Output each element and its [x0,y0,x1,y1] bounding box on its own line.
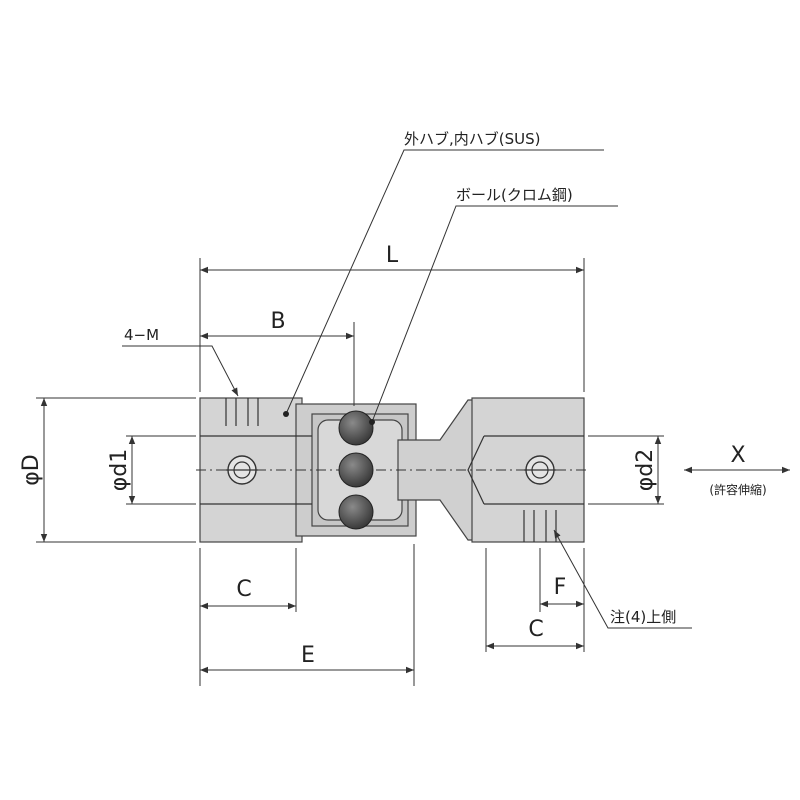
label-F: F [554,575,567,600]
label-phi-d2: φd2 [633,449,658,491]
ball-middle [338,452,374,488]
extension-lines [36,258,664,686]
label-x-note: (許容伸縮) [709,482,766,497]
label-phi-D: φD [19,454,44,485]
label-E: E [301,643,315,668]
label-C-right: C [528,617,543,642]
label-B: B [270,309,285,334]
leader-4M [122,345,239,397]
ball-bottom [338,494,374,530]
label-C-left: C [236,577,251,602]
leader-dot-outer-hub [283,411,289,417]
leader-outer-hub [285,149,604,415]
label-L: L [386,243,399,268]
left-bore [200,435,312,505]
ball-top [338,410,374,446]
label-note: 注(4)上側 [610,608,676,626]
label-X: X [730,443,745,468]
label-phi-d1: φd1 [107,449,132,491]
label-outer-hub: 外ハブ,内ハブ(SUS) [404,130,541,148]
left-set-screw [226,455,258,485]
right-set-screw [524,455,556,485]
balls [338,410,374,530]
right-bore [467,435,584,505]
leader-dot-ball [369,419,375,425]
leader-ball [371,205,618,423]
leader-note [553,529,692,629]
label-ball: ボール(クロム鋼) [456,186,573,204]
left-slits [225,398,259,426]
label-4M: 4−M [124,326,159,344]
